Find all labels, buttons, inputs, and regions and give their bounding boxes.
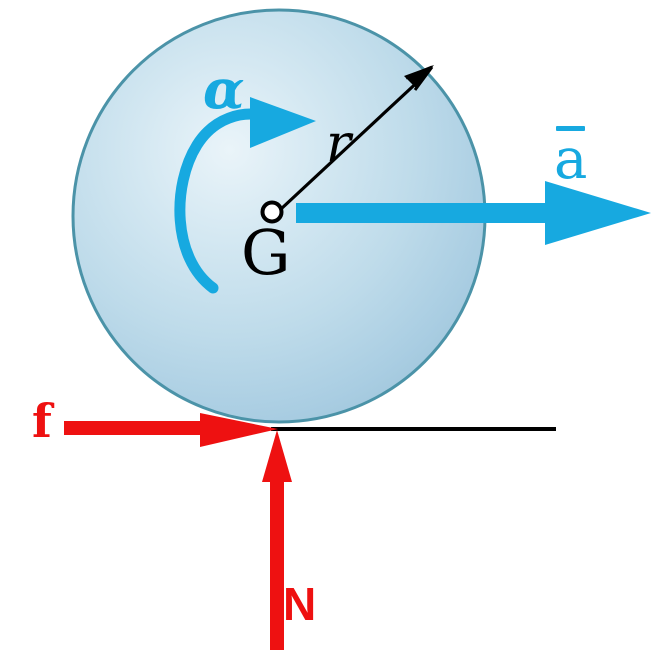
label-radius: r: [326, 114, 351, 174]
acceleration-arrow: [296, 181, 651, 245]
label-acceleration-vector: a: [554, 126, 588, 192]
radius-arrow: [279, 65, 434, 211]
label-acceleration: a: [554, 127, 588, 192]
label-friction: f: [32, 394, 52, 448]
center-of-mass-marker: [260, 200, 284, 224]
angular-acceleration-arrow: [174, 97, 316, 294]
normal-force-arrow: [262, 430, 292, 650]
friction-arrow: [64, 413, 278, 447]
label-center-of-gravity: G: [241, 216, 291, 289]
vector-overbar-icon: [556, 126, 586, 131]
label-normal-force: N: [283, 578, 317, 630]
label-angular-acceleration: α: [203, 57, 245, 121]
